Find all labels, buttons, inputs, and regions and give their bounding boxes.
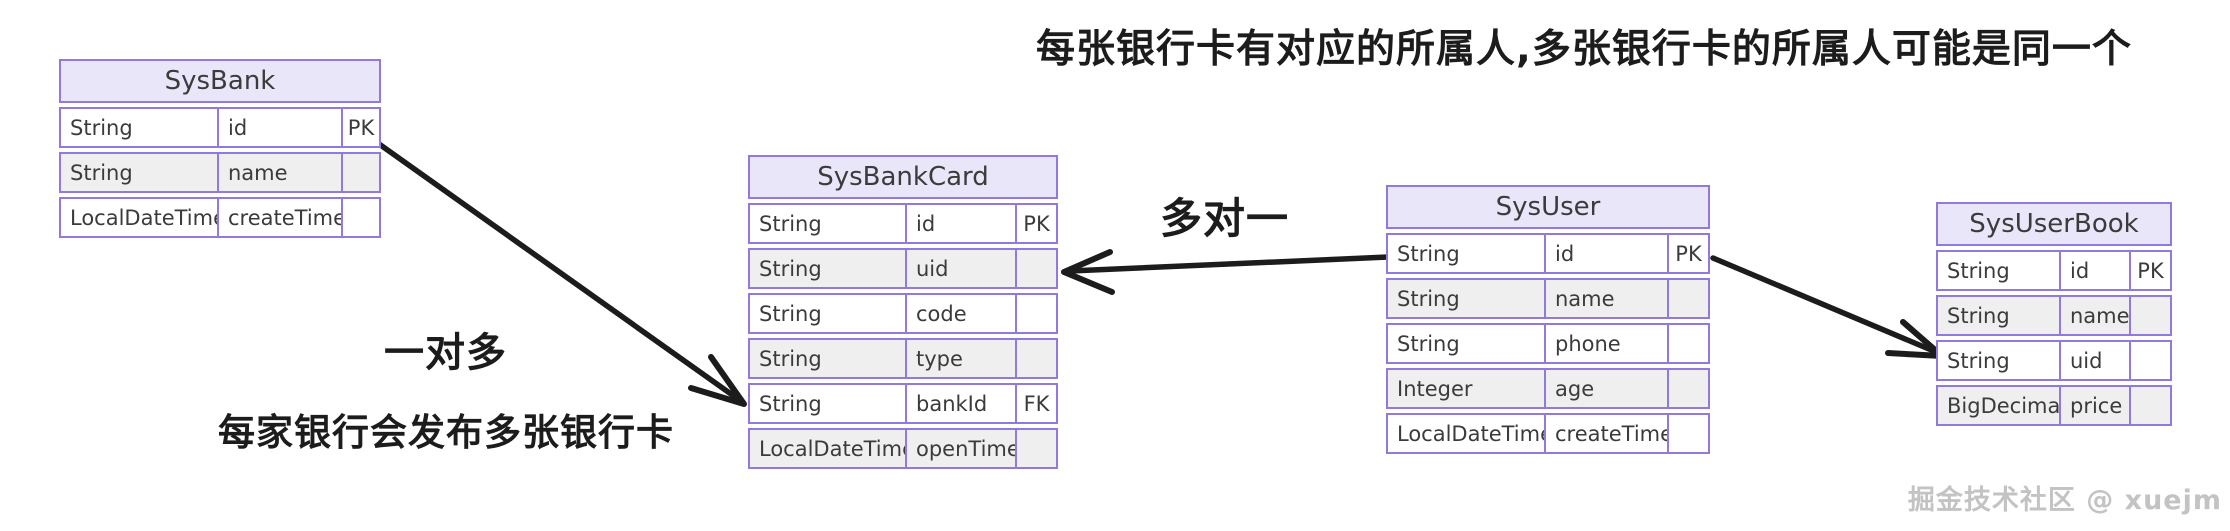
table-row: Integer age xyxy=(1386,368,1710,409)
table-title: SysBank xyxy=(59,59,381,103)
entity-table-sysuserbook: SysUserBook String id PK String name Str… xyxy=(1936,202,2172,426)
table-row: String name xyxy=(1936,295,2172,336)
cell-key xyxy=(1015,340,1056,377)
table-row: String name xyxy=(1386,278,1710,319)
cell-type: String xyxy=(759,391,822,416)
annotation-one-to-many: 一对多 xyxy=(384,330,507,376)
cell-key xyxy=(2129,342,2170,379)
annotation-bank-cards-note: 每家银行会发布多张银行卡 xyxy=(218,411,674,454)
cell-field: uid xyxy=(2059,342,2129,379)
cell-key xyxy=(1667,370,1708,407)
cell-key xyxy=(2129,387,2170,424)
cell-type: Integer xyxy=(1397,376,1473,401)
arrow-user-to-userbook xyxy=(1710,255,1945,359)
cell-type: String xyxy=(1397,241,1460,266)
cell-field: createTime xyxy=(217,199,341,236)
cell-field: price xyxy=(2059,387,2129,424)
table-title: SysUser xyxy=(1386,185,1710,229)
cell-field: id xyxy=(2059,252,2129,289)
cell-field: name xyxy=(2059,297,2129,334)
cell-field: openTime xyxy=(905,430,1015,467)
cell-field: id xyxy=(1544,235,1667,272)
cell-key xyxy=(341,199,379,236)
cell-field: uid xyxy=(905,250,1015,287)
table-title: SysUserBook xyxy=(1936,202,2172,246)
annotation-card-owner-note: 每张银行卡有对应的所属人,多张银行卡的所属人可能是同一个 xyxy=(1036,27,2132,72)
cell-field: name xyxy=(217,154,341,191)
cell-key: PK xyxy=(1667,235,1708,272)
cell-field: bankId xyxy=(905,385,1015,422)
entity-table-sysbankcard: SysBankCard String id PK String uid Stri… xyxy=(748,155,1058,469)
table-row: String phone xyxy=(1386,323,1710,364)
cell-key xyxy=(341,154,379,191)
annotation-many-to-one: 多对一 xyxy=(1160,194,1290,243)
cell-type: LocalDateTime xyxy=(759,436,905,461)
cell-field: type xyxy=(905,340,1015,377)
cell-field: age xyxy=(1544,370,1667,407)
cell-key xyxy=(1015,430,1056,467)
cell-field: code xyxy=(905,295,1015,332)
cell-key xyxy=(1015,295,1056,332)
cell-field: name xyxy=(1544,280,1667,317)
cell-type: String xyxy=(70,160,133,185)
entity-table-sysbank: SysBank String id PK String name LocalDa… xyxy=(59,59,381,238)
cell-field: id xyxy=(217,109,341,146)
table-row: String bankId FK xyxy=(748,383,1058,424)
cell-type: String xyxy=(1397,331,1460,356)
cell-key xyxy=(1667,280,1708,317)
table-row: String name xyxy=(59,152,381,193)
cell-type: String xyxy=(1947,348,2010,373)
table-row: String uid xyxy=(1936,340,2172,381)
entity-table-sysuser: SysUser String id PK String name String … xyxy=(1386,185,1710,454)
cell-key: PK xyxy=(341,109,379,146)
table-row: LocalDateTime openTime xyxy=(748,428,1058,469)
arrow-user-to-bankcard xyxy=(1061,249,1391,295)
table-row: LocalDateTime createTime xyxy=(1386,413,1710,454)
table-row: BigDecimal price xyxy=(1936,385,2172,426)
cell-field: id xyxy=(905,205,1015,242)
cell-type: String xyxy=(1947,303,2010,328)
cell-key: FK xyxy=(1015,385,1056,422)
cell-key: PK xyxy=(2129,252,2170,289)
cell-key xyxy=(1667,415,1708,452)
cell-type: String xyxy=(70,115,133,140)
table-row: String id PK xyxy=(748,203,1058,244)
cell-type: LocalDateTime xyxy=(1397,421,1544,446)
cell-type: String xyxy=(759,346,822,371)
table-row: String code xyxy=(748,293,1058,334)
cell-type: String xyxy=(1947,258,2010,283)
cell-key xyxy=(1667,325,1708,362)
table-row: String id PK xyxy=(59,107,381,148)
cell-key xyxy=(2129,297,2170,334)
table-row: String id PK xyxy=(1936,250,2172,291)
cell-type: String xyxy=(759,256,822,281)
cell-field: createTime xyxy=(1544,415,1667,452)
table-row: String uid xyxy=(748,248,1058,289)
table-row: String type xyxy=(748,338,1058,379)
cell-type: LocalDateTime xyxy=(70,205,217,230)
table-row: String id PK xyxy=(1386,233,1710,274)
cell-type: String xyxy=(1397,286,1460,311)
table-title: SysBankCard xyxy=(748,155,1058,199)
cell-type: BigDecimal xyxy=(1947,393,2059,418)
cell-key: PK xyxy=(1015,205,1056,242)
watermark-text: 掘金技术社区 @ xuejm xyxy=(1907,485,2222,516)
cell-type: String xyxy=(759,301,822,326)
table-row: LocalDateTime createTime xyxy=(59,197,381,238)
cell-field: phone xyxy=(1544,325,1667,362)
cell-type: String xyxy=(759,211,822,236)
cell-key xyxy=(1015,250,1056,287)
